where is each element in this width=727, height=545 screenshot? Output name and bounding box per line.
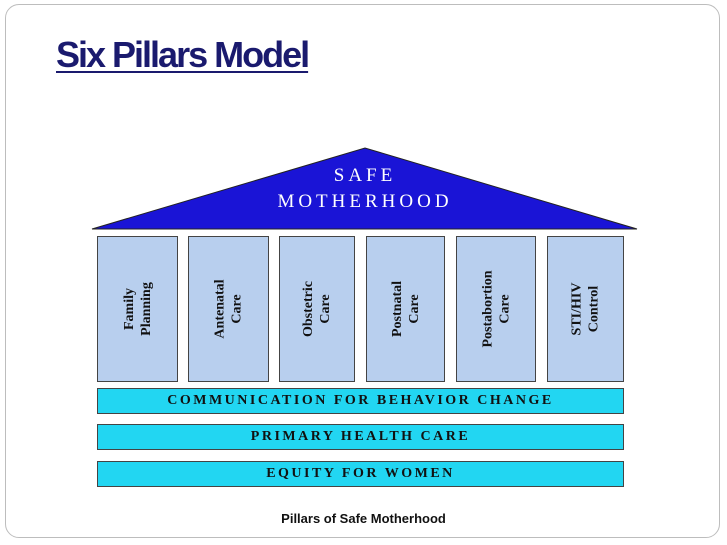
- pillar-label: Postabortion Care: [480, 270, 512, 348]
- band-communication: COMMUNICATION FOR BEHAVIOR CHANGE: [97, 388, 624, 414]
- roof-label-line2: MOTHERHOOD: [277, 191, 453, 212]
- roof-label-line1: SAFE: [333, 165, 397, 186]
- pillar-label: Postnatal Care: [389, 281, 422, 337]
- diagram-caption: Pillars of Safe Motherhood: [281, 511, 446, 526]
- slide-title: Six Pillars Model: [56, 34, 310, 75]
- pillar-sti-hiv-control: STI/HIV Control: [547, 236, 624, 382]
- pillar-antenatal-care: Antenatal Care: [188, 236, 269, 382]
- pillar-family-planning: Family Planning: [97, 236, 178, 382]
- band-equity-for-women: EQUITY FOR WOMEN: [97, 461, 624, 487]
- band-primary-health-care: PRIMARY HEALTH CARE: [97, 424, 624, 450]
- roof-triangle: [91, 147, 638, 230]
- pillar-label: Family Planning: [121, 282, 154, 336]
- pillar-label: Antenatal Care: [212, 279, 245, 339]
- pillar-label: STI/HIV Control: [569, 282, 602, 336]
- pillar-obstetric-care: Obstetric Care: [279, 236, 355, 382]
- pillar-postabortion-care: Postabortion Care: [456, 236, 536, 382]
- pillar-postnatal-care: Postnatal Care: [366, 236, 445, 382]
- pillar-label: Obstetric Care: [300, 281, 333, 337]
